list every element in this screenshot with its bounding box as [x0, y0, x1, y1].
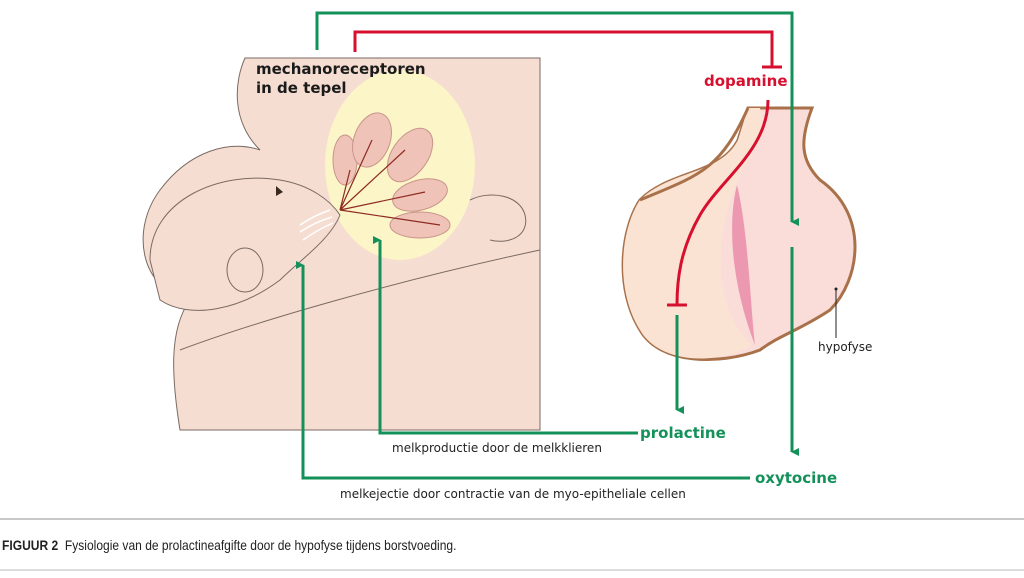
milk-ducts [339, 139, 441, 226]
caption-top-rule [0, 518, 1024, 520]
arm-outline [179, 249, 541, 351]
stimulation-pathways [296, 11, 799, 480]
baby-eye [276, 186, 283, 196]
suction-lines [299, 209, 334, 241]
hypofyse-label: hypofyse [818, 340, 873, 354]
figure-number: FIGUUR 2 [2, 537, 59, 553]
dopamine-pathway [353, 30, 782, 307]
pituitary-gland [621, 106, 857, 361]
figure-caption: FIGUUR 2 Fysiologie van de prolactineafg… [2, 537, 456, 553]
pars-intermedia [732, 185, 755, 345]
baby-head [149, 177, 341, 311]
prolactine-label: prolactine [640, 424, 726, 442]
milk-ejection-label: melkejectie door contractie van de myo-e… [340, 487, 686, 501]
dopamine-label: dopamine [704, 72, 788, 90]
caption-text: Fysiologie van de prolactineafgifte door… [64, 537, 457, 553]
caption-bottom-rule [0, 569, 1024, 571]
milk-production-label: melkproductie door de melkklieren [392, 441, 602, 455]
mechanoreceptors-label-line2: in de tepel [256, 79, 347, 97]
oxytocine-label: oxytocine [755, 469, 838, 487]
baby-hand [469, 194, 527, 242]
milk-lobules [332, 112, 451, 239]
baby-ear [226, 247, 264, 293]
breastfeeding-illustration [142, 57, 541, 431]
mechanoreceptors-label-line1: mechanoreceptoren [256, 60, 426, 78]
